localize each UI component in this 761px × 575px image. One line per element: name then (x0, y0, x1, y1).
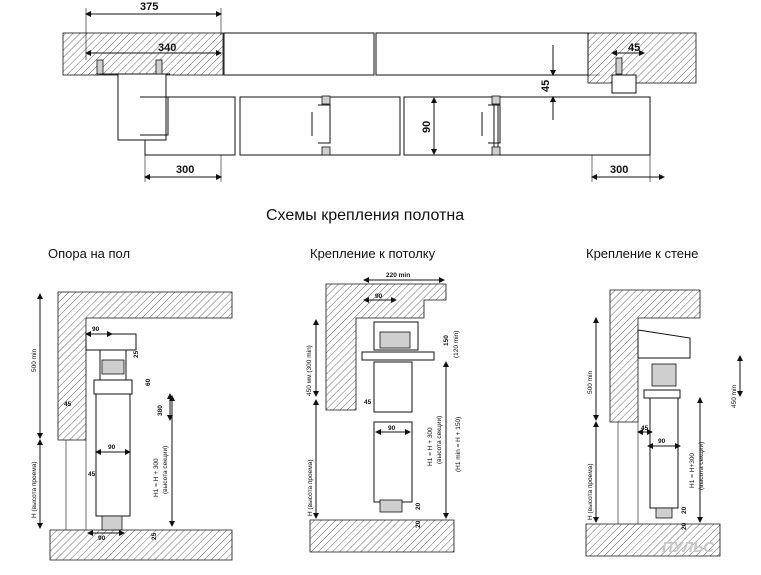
svg-text:90: 90 (98, 535, 106, 542)
svg-text:45: 45 (364, 399, 372, 406)
svg-text:60: 60 (145, 378, 152, 386)
section-floor-support: Опора на пол 500 min H (высота проема) 9… (31, 246, 233, 561)
floor-slab-ceiling (309, 519, 455, 553)
svg-text:450 min: 450 min (731, 384, 738, 408)
svg-text:380: 380 (157, 405, 164, 416)
panel-2 (239, 96, 401, 156)
right-bracket (611, 74, 637, 94)
section-ceiling-mount: Крепление к потолку 220 min 90 150 (120 … (306, 246, 462, 553)
svg-text:90: 90 (388, 425, 396, 432)
svg-text:20: 20 (415, 502, 422, 510)
floor-slab-wall (585, 523, 721, 557)
left-bracket (117, 73, 167, 141)
svg-text:H (высота проема): H (высота проема) (307, 459, 314, 516)
support-nut (101, 359, 125, 375)
panel-floor (95, 393, 131, 517)
panel-wall (649, 397, 679, 509)
svg-text:20: 20 (681, 522, 688, 530)
svg-text:25: 25 (133, 350, 140, 358)
ceiling-wall-wall (609, 289, 701, 423)
svg-text:(высота секции): (высота секции) (436, 416, 443, 464)
svg-text:H1 = H+300: H1 = H+300 (689, 453, 696, 488)
svg-text:(высота секции): (высота секции) (162, 446, 169, 494)
svg-text:45: 45 (88, 471, 96, 478)
diagram-title: Схемы крепления полотна (266, 207, 464, 224)
svg-text:150: 150 (443, 335, 450, 346)
dim-300-left: 300 (176, 164, 194, 176)
svg-text:45: 45 (641, 425, 649, 432)
dim-45-vertical: 45 (540, 80, 552, 92)
section-title-floor: Опора на пол (48, 246, 130, 261)
watermark: ПУЛЬС (662, 539, 715, 556)
panel-ceiling (373, 421, 413, 503)
ceiling-strip-2 (375, 32, 589, 76)
ceiling-wall-ceiling (325, 283, 447, 411)
section-wall-mount: Крепление к стене 500 min 450 min 45 90 … (585, 246, 743, 557)
top-plan: 375 340 300 300 90 45 45 (62, 1, 697, 182)
ceiling-wall-floor (57, 291, 233, 441)
dim-45-right: 45 (628, 42, 640, 54)
svg-text:90: 90 (92, 326, 100, 333)
wall-carriage (651, 363, 677, 387)
panel-4 (497, 96, 651, 156)
wall-right (587, 32, 697, 84)
panel-3 (403, 96, 495, 156)
dim-340: 340 (158, 42, 176, 54)
svg-text:25: 25 (151, 532, 158, 540)
svg-text:H1 = H + 300: H1 = H + 300 (153, 458, 160, 497)
wall-left (62, 32, 224, 76)
svg-text:20: 20 (681, 506, 688, 514)
svg-text:H (высота проема): H (высота проема) (31, 461, 38, 518)
dim-300-right: 300 (610, 164, 628, 176)
svg-text:500 min: 500 min (31, 348, 38, 372)
ceiling-strip-1 (223, 32, 375, 76)
wall-bracket (637, 329, 691, 359)
svg-text:20: 20 (415, 520, 422, 528)
floor-slab (49, 529, 233, 561)
svg-text:90: 90 (658, 438, 666, 445)
svg-text:(высота секции): (высота секции) (698, 442, 705, 490)
section-title-wall: Крепление к стене (586, 246, 698, 261)
svg-text:H (высота проема): H (высота проема) (587, 463, 594, 520)
svg-text:500 min: 500 min (587, 370, 594, 394)
section-title-ceiling: Крепление к потолку (310, 246, 436, 261)
joint-profile-2 (481, 104, 501, 144)
svg-text:45: 45 (64, 401, 72, 408)
svg-text:450 мм (300 min): 450 мм (300 min) (306, 345, 313, 396)
joint-profile-1 (311, 104, 331, 144)
dim-90: 90 (421, 121, 433, 133)
svg-text:(120 min): (120 min) (453, 331, 460, 358)
svg-text:H1 = H + 300: H1 = H + 300 (427, 427, 434, 466)
svg-text:90: 90 (375, 293, 383, 300)
svg-text:220 min: 220 min (386, 272, 410, 279)
svg-text:(H1 min = H + 150): (H1 min = H + 150) (455, 417, 462, 472)
dim-375: 375 (140, 1, 158, 13)
svg-text:90: 90 (108, 444, 116, 451)
